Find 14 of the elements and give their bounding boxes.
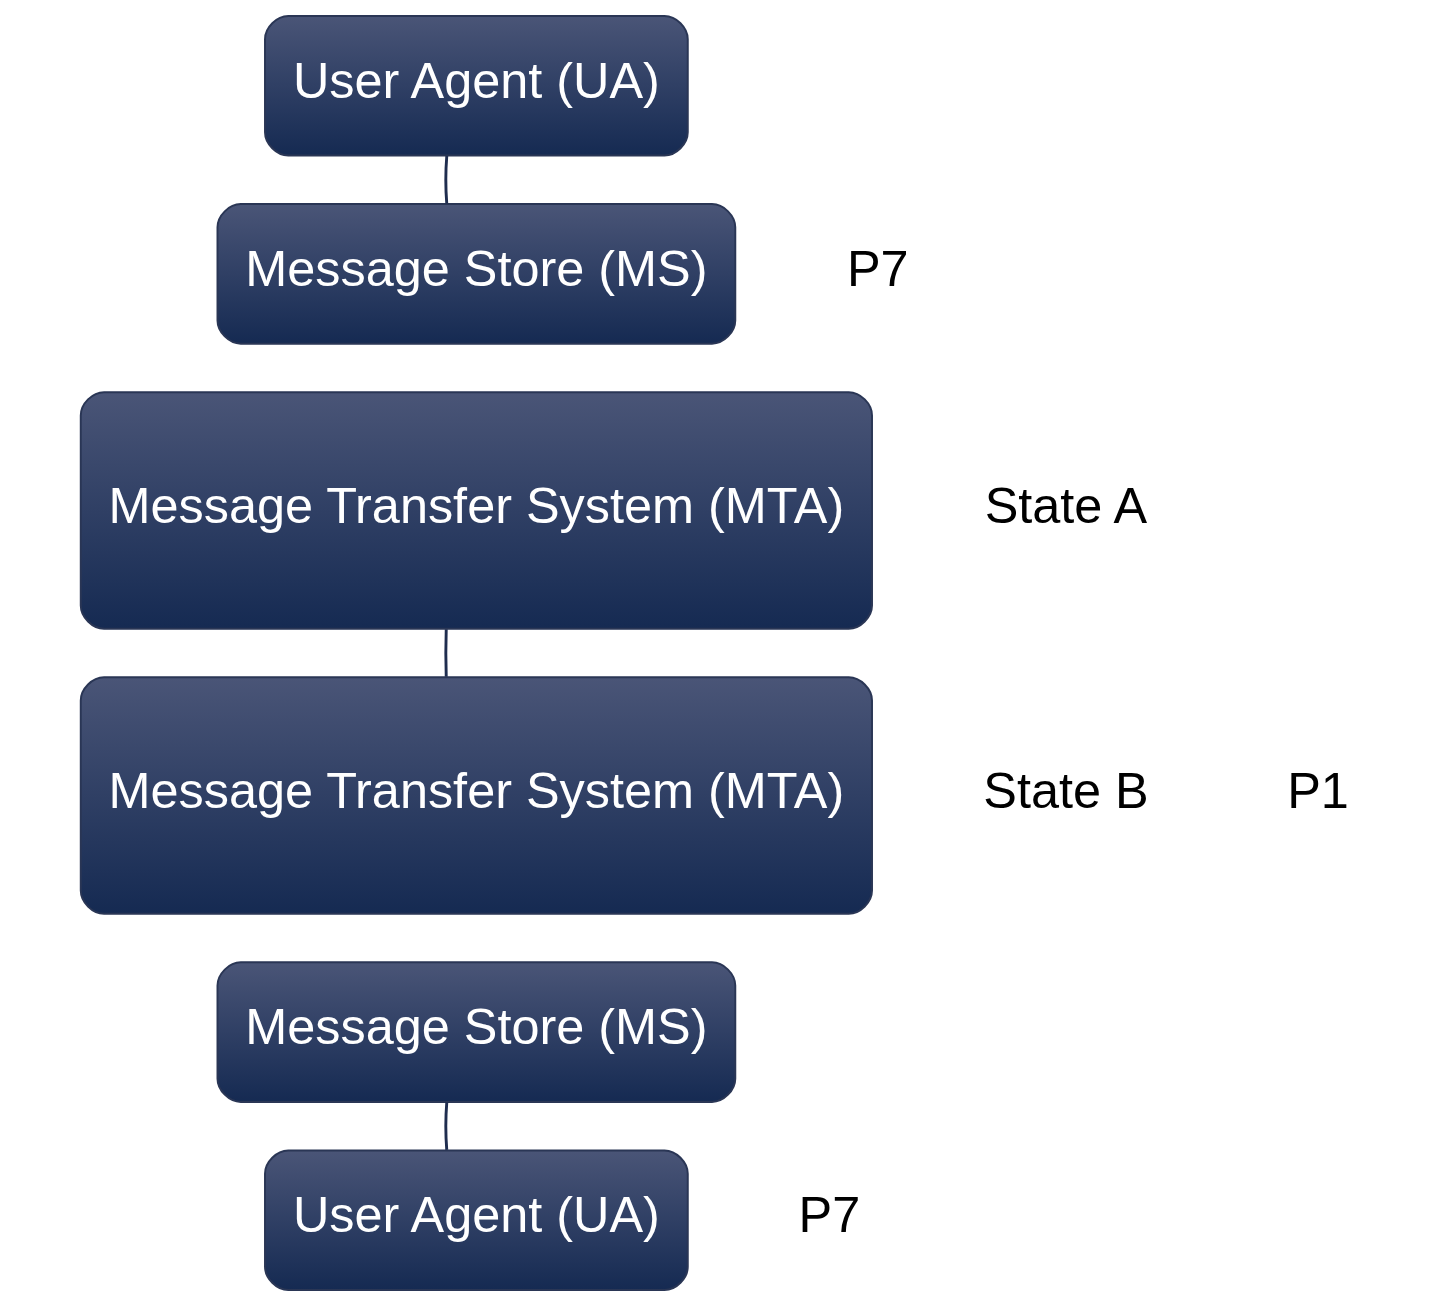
node-box: Message Store (MS) [216,961,736,1103]
connector [443,1102,448,1150]
connector [443,155,448,204]
label: P1 [1286,761,1349,819]
label: State A [984,476,1147,534]
label: P7 [846,240,909,298]
node-box: User Agent (UA) [263,1149,689,1292]
node-box: Message Transfer System (MTA) [79,391,873,630]
connector [443,629,448,677]
node-box: Message Store (MS) [216,203,736,345]
node-box: Message Transfer System (MTA) [79,676,873,915]
label: P7 [798,1186,860,1244]
node-box: User Agent (UA) [263,14,689,157]
label: State B [982,761,1149,819]
